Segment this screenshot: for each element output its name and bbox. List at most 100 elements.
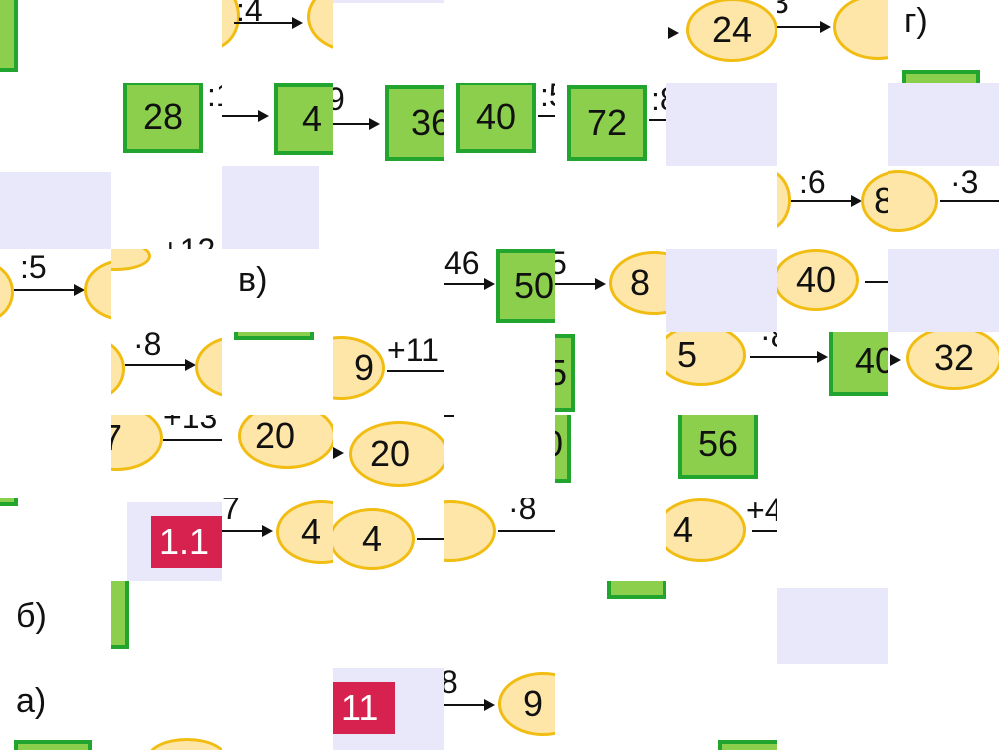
tile-r6-c3: 4 bbox=[333, 498, 444, 581]
tile-r3-c4: 46 50 bbox=[444, 249, 555, 332]
oval-node: 9 bbox=[333, 336, 385, 400]
oval-node: 9 bbox=[498, 672, 555, 736]
tile-r4-c8: 32 bbox=[888, 332, 999, 415]
oval-node bbox=[84, 259, 111, 321]
square-node: 5 bbox=[555, 334, 575, 412]
tile-r7-c5 bbox=[555, 581, 666, 664]
arrow-line bbox=[750, 356, 777, 358]
node-value: 32 bbox=[933, 337, 975, 378]
node-value: 9 bbox=[353, 347, 374, 388]
tile-r8-c1 bbox=[111, 664, 222, 750]
section-label-g: г) bbox=[904, 2, 928, 40]
tile-r0-c3 bbox=[333, 0, 444, 83]
tile-r1-c4: 40 :5 bbox=[444, 83, 555, 166]
oval-node: 24 bbox=[686, 0, 777, 62]
arrow-head bbox=[369, 118, 380, 130]
oval-node: 8 bbox=[609, 251, 666, 315]
tile-r2-c8: ·3 bbox=[888, 166, 999, 249]
oval-node bbox=[777, 168, 791, 232]
tile-r8-c6 bbox=[666, 664, 777, 750]
node-value: 0 bbox=[555, 423, 563, 465]
arrow-head bbox=[851, 195, 862, 207]
arrow-line bbox=[555, 283, 597, 285]
square-node bbox=[718, 740, 777, 750]
arrow-head bbox=[484, 278, 495, 290]
oval-node bbox=[111, 249, 151, 271]
tile-r3-c1 bbox=[111, 249, 222, 332]
operation-label: ·8 bbox=[760, 332, 777, 354]
arrow-line bbox=[14, 289, 76, 291]
node-value: 40 bbox=[855, 340, 888, 381]
node-value: 4 bbox=[300, 511, 321, 552]
oval-node bbox=[444, 500, 496, 562]
tile-r3-c7: 40 bbox=[777, 249, 888, 332]
arrow-head bbox=[74, 284, 85, 296]
oval-node bbox=[888, 170, 938, 232]
tile-r6-c6: 4 +4 bbox=[666, 498, 777, 581]
tile-r6-c1: 1.1 bbox=[111, 498, 222, 581]
node-value: 24 bbox=[711, 9, 753, 50]
arrow-line bbox=[444, 415, 454, 417]
square-node bbox=[0, 0, 18, 72]
square-node: 72 bbox=[567, 85, 647, 161]
tile-r5-c1: 7 +13 bbox=[111, 415, 222, 498]
operation-label: ·8 bbox=[133, 332, 162, 362]
arrow-line bbox=[649, 119, 666, 121]
section-label-v: в) bbox=[238, 261, 268, 299]
tile-r3-c0: :5 bbox=[0, 249, 111, 332]
tile-r7-c7 bbox=[777, 588, 888, 664]
arrow-head bbox=[484, 699, 495, 711]
oval-node: 4 bbox=[276, 500, 333, 564]
oval-node bbox=[0, 261, 14, 323]
tile-r8-c0: а) bbox=[0, 664, 111, 750]
square-node: 40 bbox=[456, 83, 536, 153]
tile-r0-c6: 24 bbox=[666, 0, 777, 83]
arrow-line bbox=[777, 26, 821, 28]
arrow-head bbox=[820, 21, 831, 33]
square-node bbox=[234, 332, 314, 340]
oval-node: 20 bbox=[349, 421, 444, 487]
arrow-head bbox=[292, 17, 303, 29]
arrow-line bbox=[222, 530, 264, 532]
tile-r7-c1 bbox=[111, 581, 222, 664]
tile-r5-c4 bbox=[444, 415, 555, 498]
node-value: 20 bbox=[370, 433, 411, 474]
arrow-line bbox=[234, 22, 294, 24]
operation-label: +11 bbox=[387, 332, 439, 368]
tile-r1-c6 bbox=[666, 83, 777, 166]
node-value: 4 bbox=[673, 509, 694, 550]
tile-r2-c0 bbox=[0, 166, 111, 249]
node-value: 8 bbox=[629, 262, 650, 303]
arrow-line bbox=[387, 370, 444, 372]
tile-r4-c2 bbox=[222, 332, 333, 415]
arrow-line bbox=[791, 200, 853, 202]
tile-r1-c5: 72 :8 bbox=[555, 83, 666, 166]
square-node bbox=[14, 740, 92, 750]
section-label-a: а) bbox=[16, 682, 47, 720]
tile-r3-c8 bbox=[888, 249, 999, 332]
operation-label: 5 bbox=[555, 249, 567, 281]
arrow-line bbox=[538, 115, 555, 117]
tile-r7-c0: б) bbox=[0, 581, 111, 664]
square-node: 28 bbox=[123, 83, 203, 153]
tile-r3-c2: в) bbox=[222, 249, 333, 332]
arrow-line bbox=[163, 439, 222, 441]
operation-label: 3 bbox=[777, 0, 789, 20]
oval-node: 32 bbox=[906, 332, 999, 390]
node-value: 40 bbox=[795, 259, 837, 300]
tile-r2-c1: +12 bbox=[111, 166, 222, 249]
tile-r4-c6: 5 ·8 bbox=[666, 332, 777, 415]
tile-r2-c7: :6 8 bbox=[777, 166, 888, 249]
square-node: 50 bbox=[496, 249, 555, 323]
node-value: 50 bbox=[514, 265, 555, 306]
tile-r8-c4: 8 9 bbox=[444, 664, 555, 750]
oval-node: 7 bbox=[111, 415, 163, 471]
arrow-line bbox=[752, 530, 777, 532]
tile-r0-c0 bbox=[0, 0, 111, 83]
arrow-head bbox=[333, 447, 344, 459]
node-value: 5 bbox=[555, 352, 567, 393]
tile-r8-c3: 11 bbox=[333, 664, 444, 750]
arrow-line bbox=[940, 200, 999, 202]
lavender-patch bbox=[0, 172, 111, 249]
operation-label: :4 bbox=[236, 0, 263, 28]
